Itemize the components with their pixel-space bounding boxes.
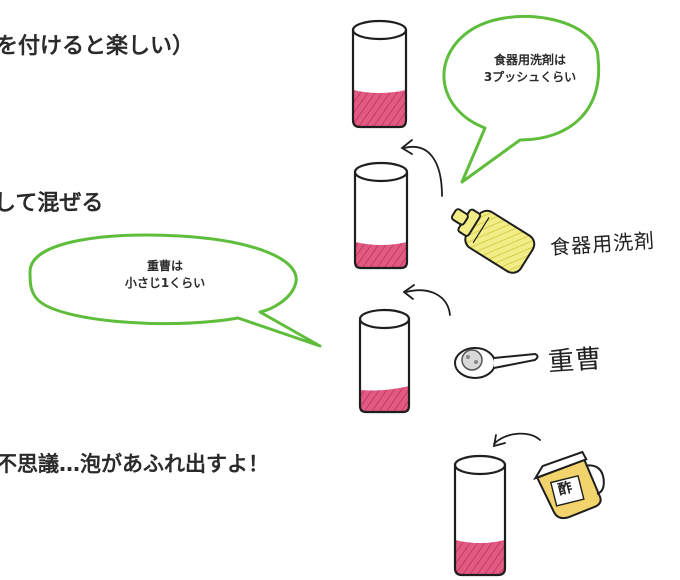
detergent-bubble-line2: 3プッシュくらい bbox=[483, 70, 577, 84]
step2-text: して混ぜる bbox=[0, 191, 104, 216]
vinegar-arrow-icon bbox=[492, 432, 541, 448]
spoon-arrow-icon bbox=[402, 284, 451, 316]
detergent-speech-bubble bbox=[442, 14, 601, 184]
detergent-bubble-text: 食器用洗剤は 3プッシュくらい bbox=[470, 52, 590, 86]
glass-2-icon bbox=[353, 161, 409, 270]
baking-soda-label: 重曹 bbox=[547, 344, 604, 378]
step3-text: 不思議…泡があふれ出すよ！ bbox=[0, 452, 269, 476]
detergent-bubble-line1: 食器用洗剤は bbox=[493, 53, 566, 67]
pour-arrow-icon bbox=[400, 139, 443, 197]
baking-soda-bubble-line2: 小さじ1くらい bbox=[124, 276, 206, 290]
baking-soda-bubble-line1: 重曹は bbox=[146, 259, 183, 273]
baking-soda-spoon-icon bbox=[454, 347, 539, 379]
glass-4-icon bbox=[453, 454, 507, 577]
detergent-bottle-icon bbox=[450, 208, 536, 274]
glass-1-icon bbox=[351, 19, 408, 129]
step1-text: を付けると楽しい） bbox=[0, 34, 195, 59]
glass-3-icon bbox=[358, 308, 411, 414]
baking-soda-bubble-text: 重曹は 小さじ1くらい bbox=[105, 258, 225, 292]
baking-soda-speech-bubble bbox=[28, 233, 322, 348]
vinegar-jug-icon bbox=[532, 450, 605, 520]
